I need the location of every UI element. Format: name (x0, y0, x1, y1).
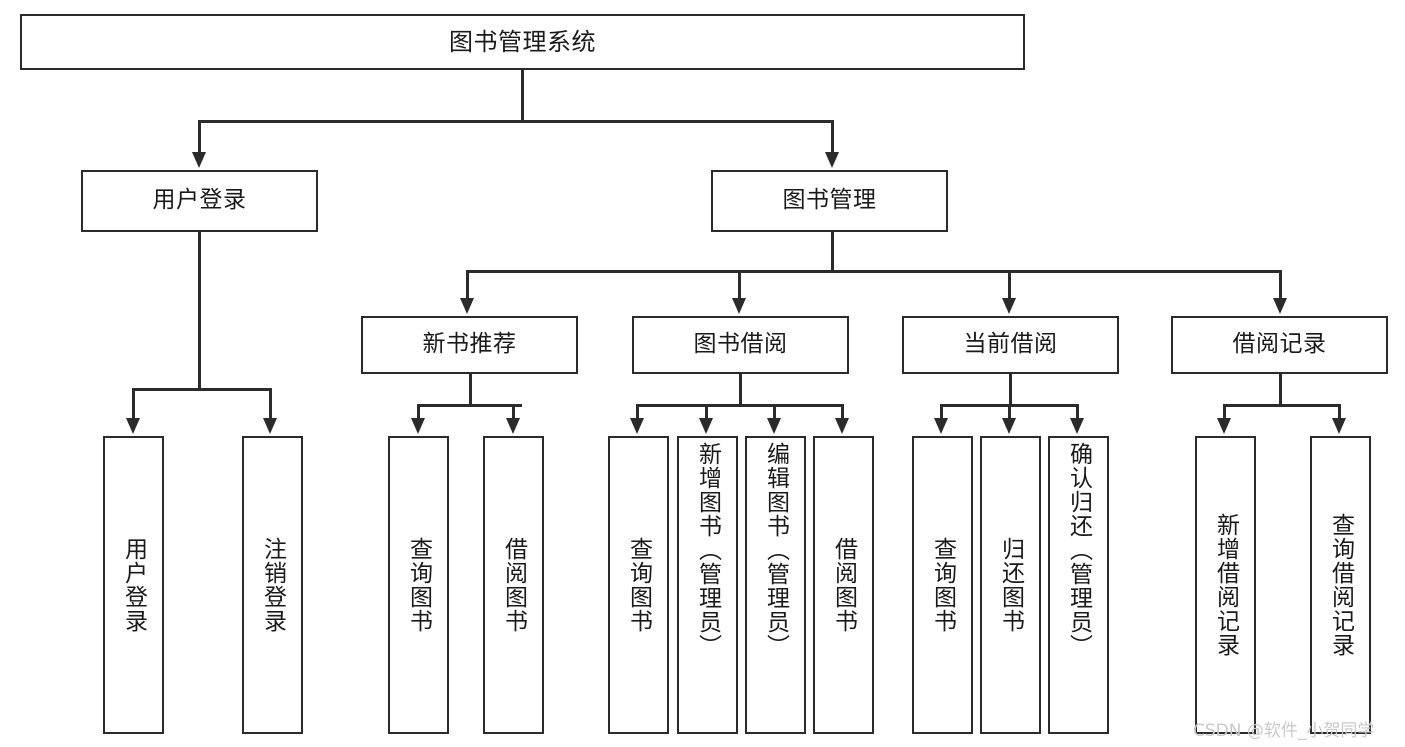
arrowhead-icon (192, 152, 206, 168)
node-label: 当前借阅 (963, 331, 1058, 358)
node-label: 图书借阅 (693, 331, 788, 358)
leaf-borrow-books[interactable]: 借阅图书 (813, 436, 874, 734)
arrowhead-icon (699, 418, 713, 434)
connector-to-current-borrow (1008, 270, 1011, 300)
connector-book-mgmt-bus (466, 270, 1281, 273)
arrowhead-icon (934, 418, 948, 434)
arrowhead-icon (732, 298, 746, 314)
connector-root-to-book-mgmt (831, 120, 834, 154)
connector-user-login-trunk (198, 232, 201, 390)
node-label: 图书管理 (782, 187, 877, 214)
connector-user-login-leaf-1 (132, 388, 135, 420)
connector-book-borrow-trunk (739, 374, 742, 406)
node-label: 查询图书 (929, 537, 956, 633)
arrowhead-icon (1217, 418, 1231, 434)
connector-borrow-record-bus (1223, 404, 1340, 407)
connector-book-mgmt-trunk (831, 232, 834, 272)
node-user-login[interactable]: 用户登录 (81, 170, 318, 232)
arrowhead-icon (1332, 418, 1346, 434)
leaf-borrow-books-new[interactable]: 借阅图书 (483, 436, 544, 734)
node-label: 用户登录 (152, 187, 247, 214)
connector-book-borrow-leaf-4 (841, 404, 844, 422)
arrowhead-icon (767, 418, 781, 434)
leaf-add-book-admin[interactable]: 新增图书（管理员） (677, 436, 738, 734)
node-label: 借阅记录 (1232, 331, 1327, 358)
connector-new-book-leaf-1 (417, 404, 420, 422)
leaf-logout[interactable]: 注销登录 (242, 436, 303, 734)
node-label: 查询图书 (405, 537, 432, 633)
node-book-borrow[interactable]: 图书借阅 (632, 316, 849, 374)
leaf-query-books-new[interactable]: 查询图书 (388, 436, 449, 734)
arrowhead-icon (506, 418, 520, 434)
connector-to-new-book (466, 270, 469, 300)
leaf-add-borrow-record[interactable]: 新增借阅记录 (1195, 436, 1256, 734)
connector-current-borrow-leaf-3 (1076, 404, 1079, 422)
arrowhead-icon (1070, 418, 1084, 434)
node-root-system[interactable]: 图书管理系统 (20, 14, 1025, 70)
node-current-borrow[interactable]: 当前借阅 (902, 316, 1119, 374)
node-label: 新书推荐 (422, 331, 517, 358)
connector-new-book-trunk (469, 374, 472, 406)
connector-root-to-user-login (198, 120, 201, 154)
node-new-book-recommend[interactable]: 新书推荐 (361, 316, 578, 374)
arrowhead-icon (126, 418, 140, 434)
leaf-query-books-borrow[interactable]: 查询图书 (608, 436, 669, 734)
node-label: 新增图书（管理员） (694, 442, 721, 658)
node-book-management[interactable]: 图书管理 (711, 170, 948, 232)
connector-current-borrow-leaf-1 (940, 404, 943, 422)
node-label: 借阅图书 (500, 537, 527, 633)
node-label: 图书管理系统 (449, 27, 596, 56)
watermark-text: CSDN @软件_小贺同学 (1193, 721, 1375, 741)
connector-current-borrow-leaf-2 (1008, 404, 1011, 422)
arrowhead-icon (825, 152, 839, 168)
node-label: 编辑图书（管理员） (762, 442, 789, 658)
node-label: 新增借阅记录 (1212, 513, 1239, 657)
arrowhead-icon (1002, 418, 1016, 434)
connector-book-borrow-leaf-2 (705, 404, 708, 422)
arrowhead-icon (835, 418, 849, 434)
connector-book-borrow-leaf-1 (636, 404, 639, 422)
arrowhead-icon (1273, 298, 1287, 314)
connector-to-book-borrow (738, 270, 741, 300)
connector-current-borrow-trunk (1009, 374, 1012, 406)
leaf-return-books[interactable]: 归还图书 (980, 436, 1041, 734)
connector-book-borrow-leaf-3 (773, 404, 776, 422)
connector-new-book-bus (417, 404, 522, 407)
node-label: 查询借阅记录 (1327, 513, 1354, 657)
node-label: 借阅图书 (830, 537, 857, 633)
node-label: 查询图书 (625, 537, 652, 633)
connector-book-borrow-bus (636, 404, 844, 407)
leaf-query-books-current[interactable]: 查询图书 (912, 436, 973, 734)
connector-user-login-bus (132, 388, 271, 391)
connector-to-borrow-record (1279, 270, 1282, 300)
connector-root-bus (198, 120, 834, 123)
node-label: 归还图书 (997, 537, 1024, 633)
node-label: 用户登录 (120, 537, 147, 633)
leaf-query-borrow-record[interactable]: 查询借阅记录 (1310, 436, 1371, 734)
leaf-edit-book-admin[interactable]: 编辑图书（管理员） (745, 436, 806, 734)
connector-root-trunk (521, 70, 524, 122)
arrowhead-icon (411, 418, 425, 434)
leaf-user-login[interactable]: 用户登录 (103, 436, 164, 734)
node-label: 确认归还（管理员） (1065, 442, 1092, 658)
arrowhead-icon (263, 418, 277, 434)
connector-borrow-record-trunk (1279, 374, 1282, 406)
arrowhead-icon (630, 418, 644, 434)
connector-user-login-leaf-2 (269, 388, 272, 420)
leaf-confirm-return-admin[interactable]: 确认归还（管理员） (1048, 436, 1109, 734)
connector-new-book-leaf-2 (512, 404, 515, 422)
node-borrow-record[interactable]: 借阅记录 (1171, 316, 1388, 374)
node-label: 注销登录 (259, 537, 286, 633)
arrowhead-icon (1002, 298, 1016, 314)
connector-borrow-record-leaf-2 (1338, 404, 1341, 422)
connector-borrow-record-leaf-1 (1223, 404, 1226, 422)
arrowhead-icon (460, 298, 474, 314)
